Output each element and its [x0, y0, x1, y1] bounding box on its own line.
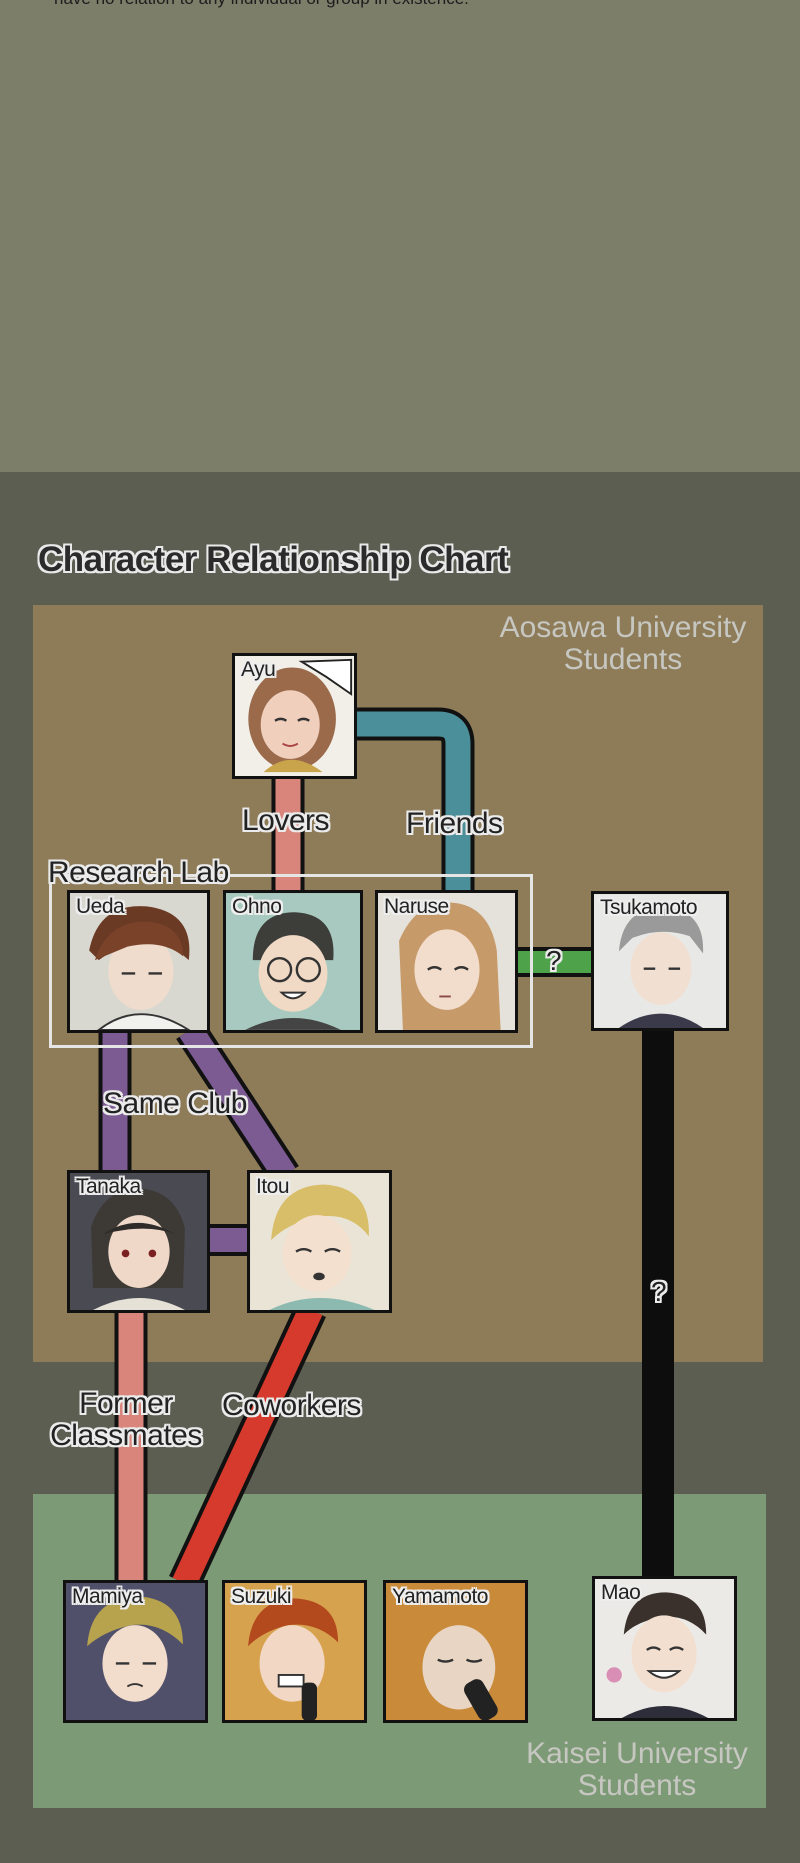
- portrait-ohno: Ohno: [223, 890, 363, 1033]
- name-itou: Itou: [256, 1175, 290, 1198]
- friends-label: Friends: [406, 807, 503, 840]
- coworkers-label: Coworkers: [222, 1389, 361, 1422]
- name-suzuki: Suzuki: [231, 1585, 292, 1608]
- yamamoto-face-icon: [386, 1583, 525, 1720]
- disclaimer-text: have no relation to any individual or gr…: [54, 0, 469, 9]
- friends-line: [356, 711, 471, 893]
- name-mamiya: Mamiya: [72, 1585, 143, 1608]
- portrait-suzuki: Suzuki: [222, 1580, 367, 1723]
- name-ayu: Ayu: [241, 658, 276, 681]
- name-naruse: Naruse: [384, 895, 449, 918]
- research-lab-box: [49, 874, 533, 1048]
- same-club-label: Same Club: [103, 1087, 247, 1120]
- ueda-face-icon: [70, 893, 207, 1030]
- itou-face-icon: [250, 1173, 389, 1310]
- name-ohno: Ohno: [232, 895, 282, 918]
- chart-title: Character Relationship Chart: [38, 540, 509, 579]
- suzuki-face-icon: [225, 1583, 364, 1720]
- tsukamoto-mao-question-label: ?: [651, 1276, 667, 1307]
- portrait-ayu: Ayu: [232, 653, 357, 779]
- portrait-mao: Mao: [592, 1576, 737, 1721]
- name-mao: Mao: [601, 1581, 641, 1604]
- same-club-line-b: [179, 1023, 296, 1182]
- portrait-ueda: Ueda: [67, 890, 210, 1033]
- portrait-tanaka: Tanaka: [67, 1170, 210, 1313]
- ayu-face-icon: [235, 656, 354, 776]
- portrait-naruse: Naruse: [375, 890, 518, 1033]
- tanaka-face-icon: [70, 1173, 207, 1310]
- name-tanaka: Tanaka: [76, 1175, 141, 1198]
- portrait-mamiya: Mamiya: [63, 1580, 208, 1723]
- name-ueda: Ueda: [76, 895, 125, 918]
- research-lab-label: Research Lab: [48, 856, 229, 889]
- mamiya-face-icon: [66, 1583, 205, 1720]
- naruse-tsukamoto-question-label: ?: [546, 945, 562, 976]
- portrait-itou: Itou: [247, 1170, 392, 1313]
- lovers-label: Lovers: [242, 804, 330, 837]
- ohno-face-icon: [226, 893, 360, 1030]
- portrait-yamamoto: Yamamoto: [383, 1580, 528, 1723]
- former-classmates-label: Former Classmates: [50, 1387, 202, 1452]
- name-yamamoto: Yamamoto: [392, 1585, 489, 1608]
- aosawa-region-label: Aosawa University Students: [499, 611, 747, 676]
- name-tsukamoto: Tsukamoto: [600, 896, 698, 919]
- portrait-tsukamoto: Tsukamoto: [591, 891, 729, 1031]
- kaisei-region-label: Kaisei University Students: [526, 1737, 748, 1802]
- coworkers-line: [172, 1304, 323, 1589]
- tsukamoto-face-icon: [594, 894, 726, 1028]
- naruse-face-icon: [378, 893, 515, 1030]
- mao-face-icon: [595, 1579, 734, 1718]
- top-panel: have no relation to any individual or gr…: [0, 0, 800, 472]
